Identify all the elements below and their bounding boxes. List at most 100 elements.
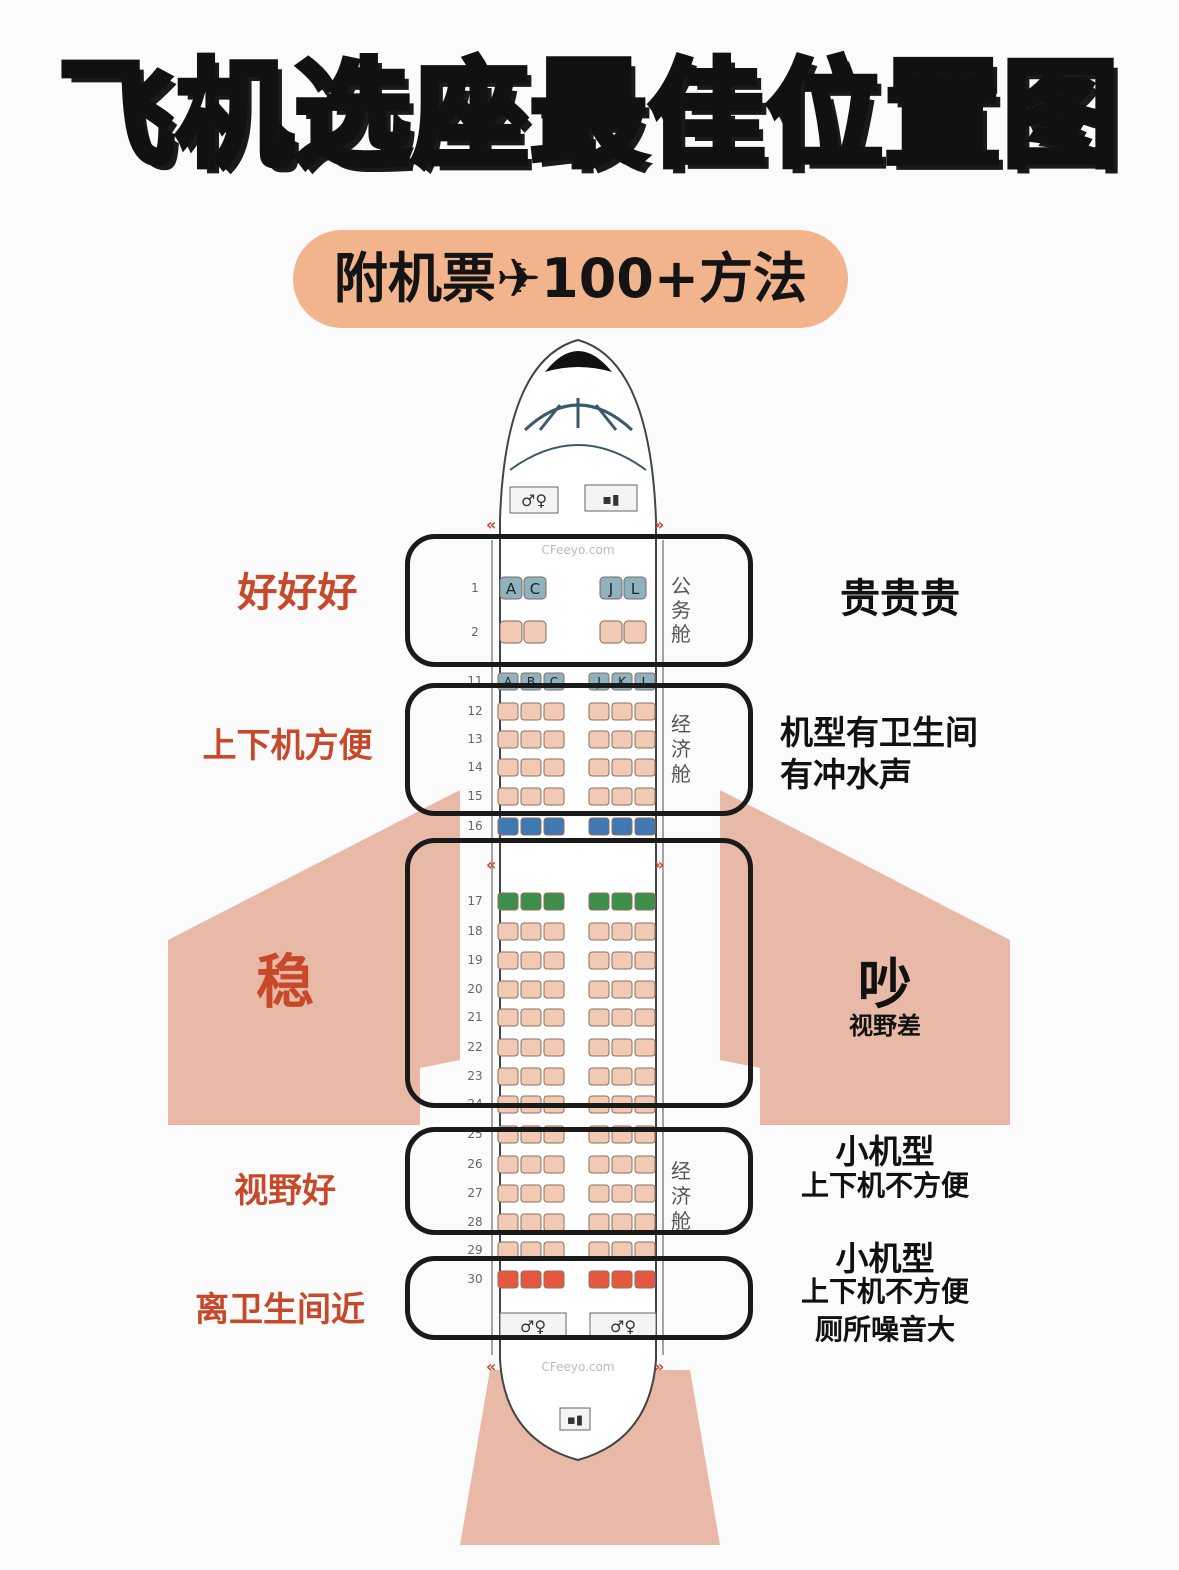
seat: [520, 1038, 542, 1057]
seat: [611, 980, 633, 999]
seat: [634, 817, 656, 836]
seat: [634, 980, 656, 999]
cabin-char: 济: [671, 737, 691, 761]
seat: [611, 951, 633, 970]
right-label-zone4-line1: 小机型: [835, 1132, 935, 1171]
right-label-zone3-sub: 视野差: [849, 1012, 921, 1040]
seat: [543, 980, 565, 999]
seat: [520, 817, 542, 836]
seat: [634, 787, 656, 806]
svg-text:«: «: [486, 515, 496, 534]
svg-text:♂♀: ♂♀: [610, 1317, 636, 1336]
seat: [520, 730, 542, 749]
seat: [497, 1008, 519, 1027]
seat: [499, 620, 523, 644]
seat: [520, 787, 542, 806]
seat: [588, 817, 610, 836]
seat: [499, 576, 523, 600]
seat: [543, 1270, 565, 1289]
seat: [588, 1008, 610, 1027]
watermark-top: CFeeyo.com: [541, 543, 614, 557]
seat-letter: J: [608, 580, 613, 598]
right-label-zone1: 贵贵贵: [840, 576, 960, 622]
svg-text:»: »: [654, 1357, 664, 1376]
seat-letter: C: [550, 675, 558, 689]
right-label-zone5-line3: 厕所噪音大: [814, 1313, 955, 1346]
seat-letter: L: [631, 580, 640, 598]
seat: [497, 922, 519, 941]
subtitle: 附机票✈100+方法: [333, 247, 808, 310]
svg-text:«: «: [486, 1357, 496, 1376]
right-label-zone2-line1: 机型有卫生间: [780, 713, 978, 752]
seat-letter: K: [618, 675, 627, 689]
seat: [543, 951, 565, 970]
rear-lavatory-right: [589, 1312, 657, 1340]
seat: [543, 1038, 565, 1057]
front-lavatory: [509, 486, 559, 514]
row-number: 20: [467, 982, 482, 996]
right-label-zone5-line1: 小机型: [835, 1239, 935, 1278]
seat: [520, 892, 542, 911]
seat: [634, 1184, 656, 1203]
row-number: 16: [467, 819, 482, 833]
seat: [588, 1155, 610, 1174]
seat-letter: C: [530, 580, 540, 598]
seat: [543, 1184, 565, 1203]
seat: [611, 892, 633, 911]
seat: [634, 1008, 656, 1027]
zone-box-rear-economy: [405, 1127, 753, 1235]
galley-icon: ▪▮: [602, 492, 619, 508]
seat: [520, 1155, 542, 1174]
right-label-zone5-line2: 上下机不方便: [800, 1275, 969, 1308]
fuselage: [499, 338, 657, 1462]
svg-text:▪▮: ▪▮: [567, 1413, 583, 1428]
zone-box-front-economy: [405, 683, 753, 816]
seat: [634, 758, 656, 777]
front-galley: [584, 484, 638, 512]
seat: [543, 817, 565, 836]
seat: [588, 922, 610, 941]
cabin-char: 务: [671, 598, 691, 622]
seat: [520, 1008, 542, 1027]
seat: [611, 787, 633, 806]
row-number: 17: [467, 894, 482, 908]
seat: [634, 1038, 656, 1057]
seat: [588, 1184, 610, 1203]
seat: [611, 1067, 633, 1086]
seat: [611, 1184, 633, 1203]
seat: [611, 1008, 633, 1027]
seat: [588, 702, 610, 721]
seat: [588, 758, 610, 777]
seat: [599, 576, 623, 600]
seat: [588, 951, 610, 970]
seat: [497, 1184, 519, 1203]
row-number: 12: [467, 704, 482, 718]
seat: [520, 980, 542, 999]
seat: [634, 922, 656, 941]
seat: [543, 1008, 565, 1027]
seat: [520, 1270, 542, 1289]
seat: [520, 922, 542, 941]
seat: [543, 730, 565, 749]
seat: [634, 1155, 656, 1174]
seat: [497, 758, 519, 777]
cabin-char: 公: [671, 574, 691, 598]
seat: [634, 702, 656, 721]
exit-arrow-icon: «» «» «»: [486, 515, 664, 1376]
seat: [520, 1067, 542, 1086]
left-wing: [168, 790, 460, 1125]
seat: [588, 892, 610, 911]
cabin-char: 济: [671, 1184, 691, 1208]
zone-box-business: [405, 534, 753, 667]
row-number: 27: [467, 1186, 482, 1200]
row-number: 28: [467, 1215, 482, 1229]
seat: [543, 787, 565, 806]
seat: [611, 922, 633, 941]
left-label-zone2: 上下机方便: [202, 726, 373, 766]
lavatory-icon: ♂♀: [521, 491, 547, 510]
seat: [588, 1038, 610, 1057]
right-label-zone2-line2: 有冲水声: [780, 755, 912, 794]
seat: [543, 1155, 565, 1174]
seat-letter: B: [527, 675, 535, 689]
